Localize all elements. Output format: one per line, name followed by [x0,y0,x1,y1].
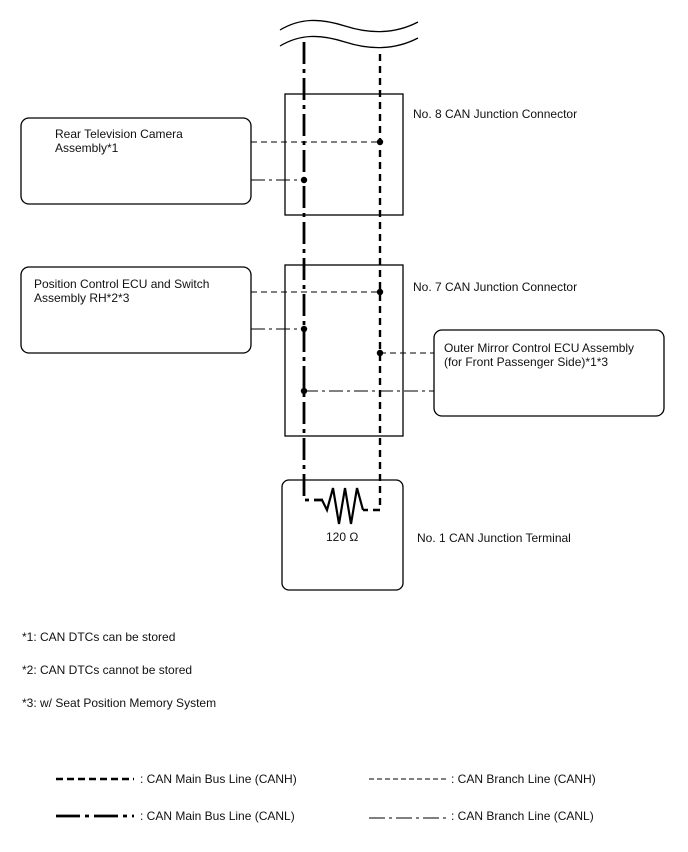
position-ecu-box [20,266,252,354]
legend-branch-canl-label: : CAN Branch Line (CANL) [451,809,594,823]
footnote-3: *3: w/ Seat Position Memory System [22,696,217,710]
no8-junction-connector-box [284,93,404,216]
outer-mirror-label-line2: (for Front Passenger Side)*1*3 [444,355,609,369]
termination-resistor [321,487,365,525]
resistor-label: 120 Ω [326,530,359,544]
no7-junction-connector-box [284,264,404,437]
position-ecu-label: Position Control ECU and Switch Assembly… [34,277,209,305]
no1-junction-label: No. 1 CAN Junction Terminal [417,531,571,545]
rear-camera-label-line1: Rear Television Camera [55,127,183,141]
no1-junction-terminal-box [281,479,404,591]
legend-main-canh-label: : CAN Main Bus Line (CANH) [140,772,297,786]
position-ecu-label-line1: Position Control ECU and Switch [34,277,210,291]
junction-dots [300,138,384,395]
footnote-2: *2: CAN DTCs cannot be stored [22,663,193,677]
no8-junction-label: No. 8 CAN Junction Connector [413,107,578,121]
outer-mirror-label: Outer Mirror Control ECU Assembly (for F… [444,341,634,369]
outer-mirror-label-line1: Outer Mirror Control ECU Assembly [444,341,635,355]
legend-branch-canh-label: : CAN Branch Line (CANH) [451,772,596,786]
bus-break-symbol [279,19,419,49]
rear-camera-box [20,117,252,205]
no7-junction-label: No. 7 CAN Junction Connector [413,280,578,294]
position-ecu-label-line2: Assembly RH*2*3 [34,291,130,305]
rear-camera-label-line2: Assembly*1 [55,141,119,155]
main-bus-canh-line [363,54,382,512]
outer-mirror-box [433,329,665,417]
main-bus-canl-line [302,42,323,502]
rear-camera-label: Rear Television Camera Assembly*1 [55,127,183,155]
footnote-1: *1: CAN DTCs can be stored [22,630,176,644]
legend-main-canl-label: : CAN Main Bus Line (CANL) [140,809,295,823]
